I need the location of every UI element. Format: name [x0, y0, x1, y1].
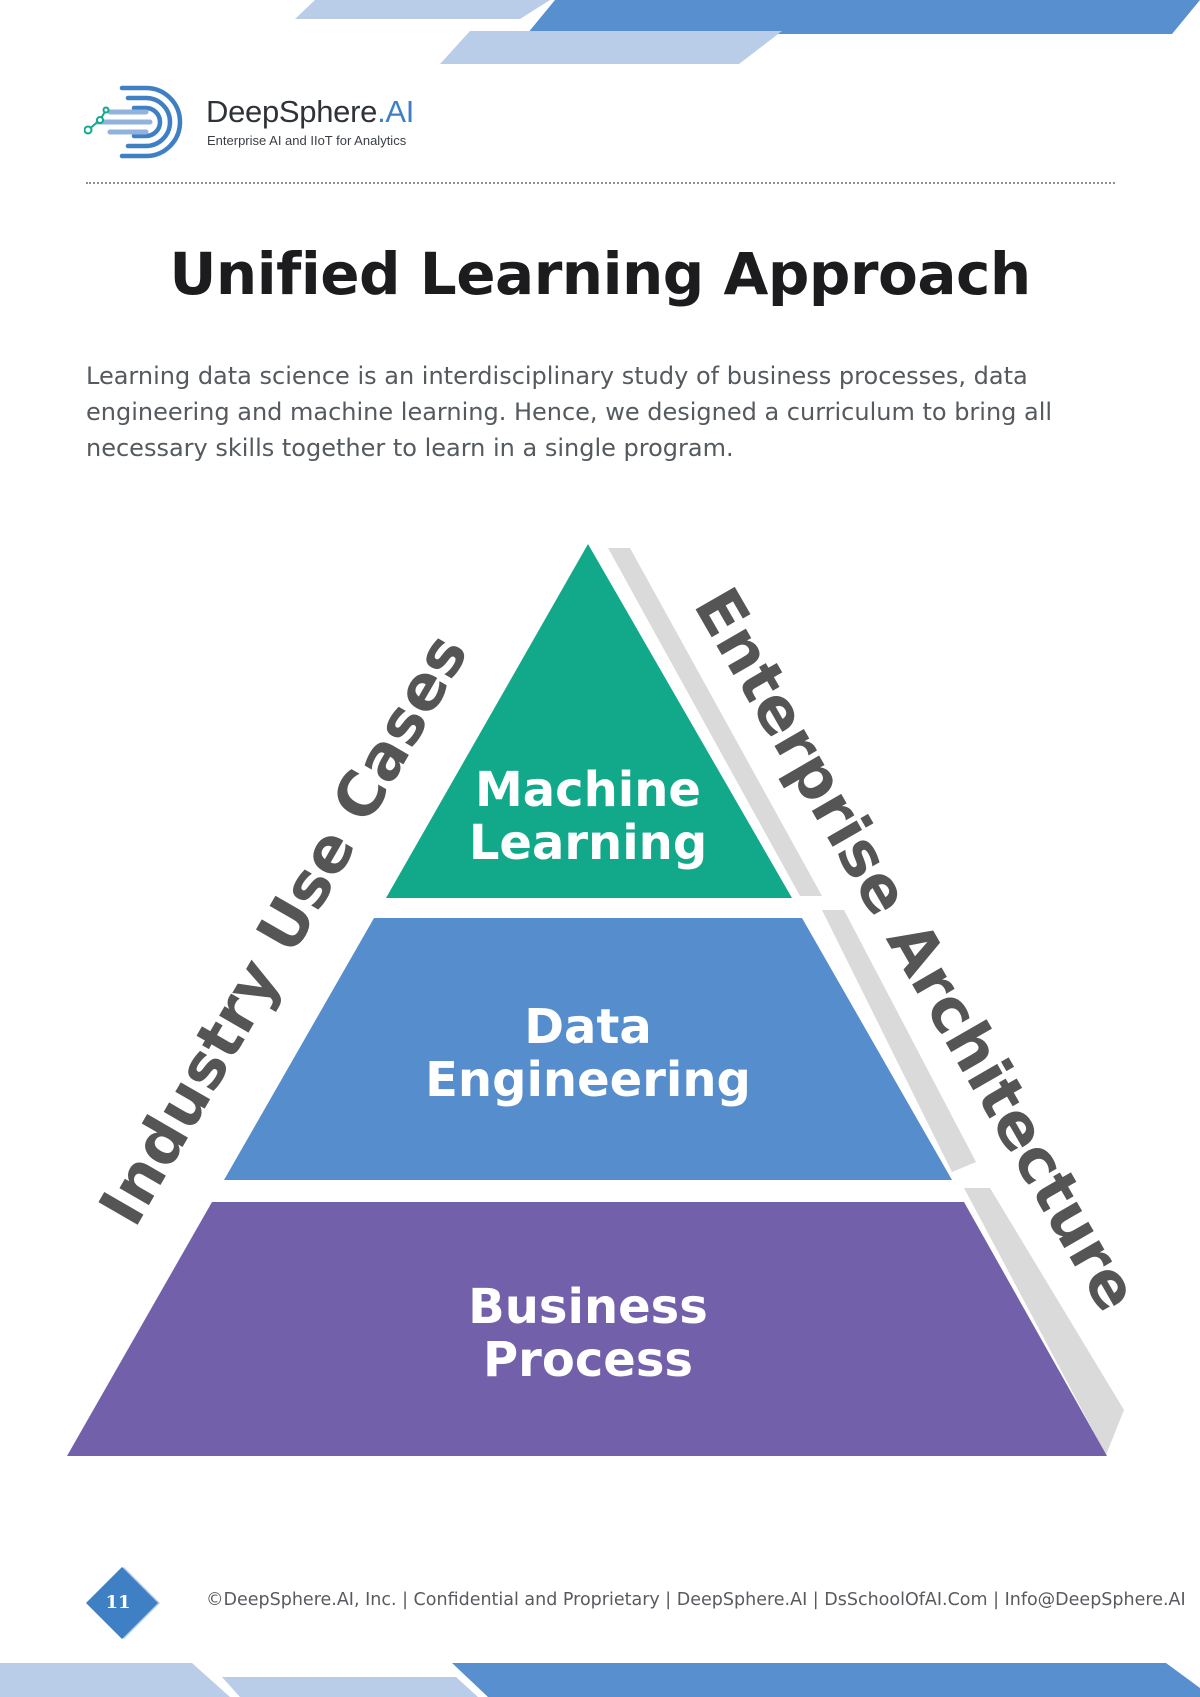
pyramid-diagram: Machine Learning Data Engineering Busine…: [67, 544, 1153, 1456]
tier-bottom-label-line2: Process: [483, 1332, 693, 1388]
deepsphere-logo-icon: [84, 85, 183, 159]
tier-bottom-label-line1: Business: [468, 1279, 708, 1335]
footer-text: ©DeepSphere.AI, Inc. | Confidential and …: [206, 1590, 1186, 1610]
page-number-badge: [86, 1567, 160, 1639]
pyramid-shadow-middle: [822, 910, 976, 1172]
tier-middle-label-line1: Data: [524, 999, 652, 1055]
tier-top-label-line1: Machine: [475, 762, 701, 818]
brand-name: DeepSphere.AI: [206, 94, 414, 130]
pyramid-tier-top: [386, 544, 792, 898]
page-number: 11: [105, 1592, 131, 1613]
header-divider: [86, 182, 1115, 184]
brand-tagline: Enterprise AI and IIoT for Analytics: [207, 133, 407, 148]
pyramid-shadow-top: [608, 548, 822, 896]
pyramid-tier-middle: [224, 918, 952, 1180]
brand-name-main: DeepSphere: [206, 94, 378, 129]
tier-top-label-line2: Learning: [469, 815, 707, 871]
tier-middle-label-line2: Engineering: [425, 1052, 751, 1108]
pyramid-tier-bottom: [67, 1202, 1107, 1456]
page-title: Unified Learning Approach: [169, 240, 1031, 308]
pyramid-shadow-bottom: [964, 1188, 1124, 1455]
brand-name-suffix: .AI: [377, 94, 415, 129]
intro-paragraph: Learning data science is an interdiscipl…: [86, 362, 1053, 462]
top-banner: [295, 0, 1200, 64]
bottom-banner: [0, 1663, 1200, 1697]
